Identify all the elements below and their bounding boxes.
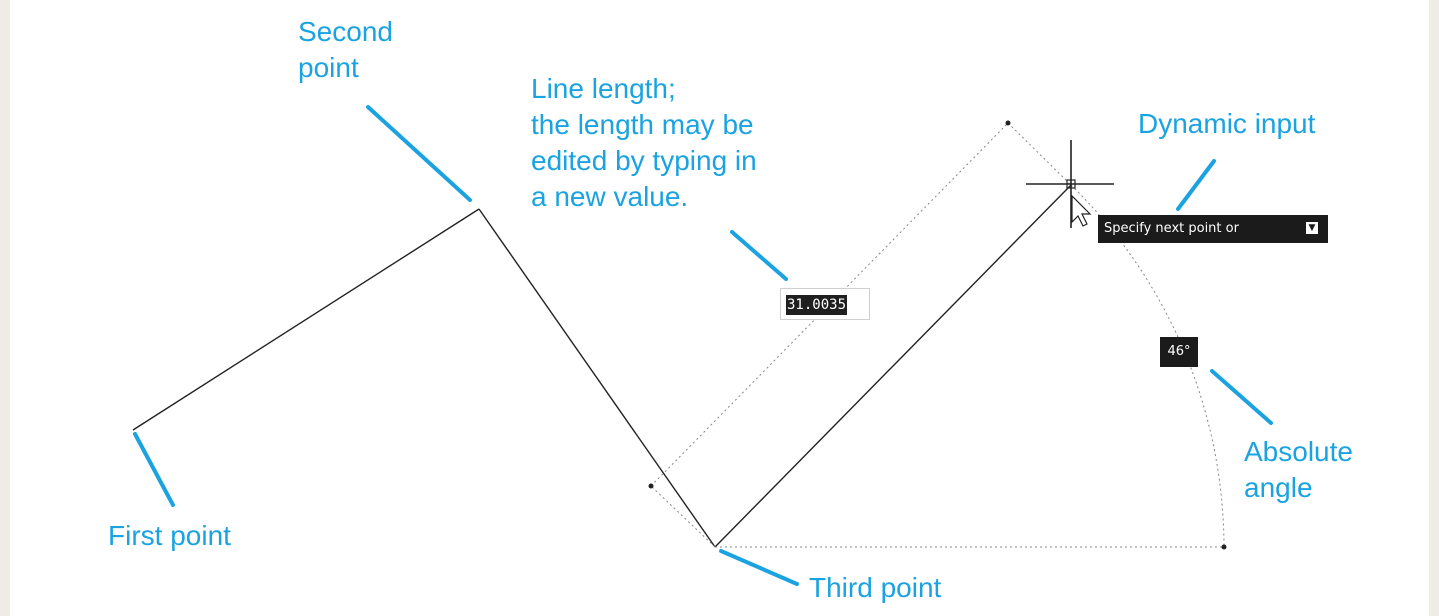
angle-input-field[interactable]: 46° xyxy=(1160,337,1198,367)
label-line-length: Line length; the length may be edited by… xyxy=(531,73,757,212)
segment-rubber-band xyxy=(714,184,1072,548)
leader-second-point xyxy=(366,105,472,202)
segment-first-to-second xyxy=(132,208,480,431)
length-input-field[interactable]: 31.0035 xyxy=(780,288,870,320)
dynamic-input-tooltip: Specify next point or ▼ xyxy=(1098,215,1328,243)
tooltip-prompt: Specify next point or xyxy=(1104,221,1239,236)
leader-line-length xyxy=(730,230,788,281)
leader-lines xyxy=(133,105,1273,586)
length-value[interactable]: 31.0035 xyxy=(786,295,848,315)
leader-third-point xyxy=(719,549,799,586)
label-third-point: Third point xyxy=(809,572,942,603)
down-arrow-icon[interactable]: ▼ xyxy=(1306,222,1318,234)
arrow-cursor-icon xyxy=(1071,194,1092,227)
leader-dynamic-input xyxy=(1176,159,1216,211)
leader-absolute-angle xyxy=(1210,369,1273,425)
crosshair-cursor-icon xyxy=(1026,140,1114,228)
label-absolute-angle: Absolute angle xyxy=(1244,436,1353,503)
label-first-point: First point xyxy=(108,520,231,551)
dimension-marker-far xyxy=(1005,120,1011,126)
label-second-point: Second point xyxy=(298,16,393,83)
dimension-extension-far xyxy=(1007,122,1072,186)
label-dynamic-input: Dynamic input xyxy=(1138,108,1316,139)
segment-second-to-third xyxy=(478,208,716,548)
drawing-canvas[interactable] xyxy=(10,0,1429,616)
angle-marker xyxy=(1221,544,1227,550)
leader-first-point xyxy=(133,432,175,507)
dimension-marker-near xyxy=(648,483,654,489)
dimension-extension-near xyxy=(650,485,716,548)
